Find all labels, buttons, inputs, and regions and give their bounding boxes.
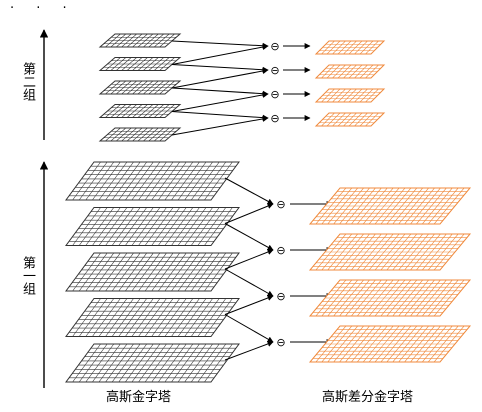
lower-dog-layer-3 (308, 279, 472, 317)
lower-connector-a-3 (224, 268, 274, 297)
lower-subtract-symbol-2: ⊖ (276, 244, 285, 257)
lower-gaussian-layer-2 (65, 207, 240, 246)
lower-gaussian-layer-4 (65, 298, 240, 337)
octave-label-first: 第一组 (20, 256, 35, 295)
lower-dog-layer-2 (308, 233, 472, 271)
upper-dog-layer-3 (314, 88, 386, 103)
upper-dog-layer-2 (314, 64, 386, 79)
upper-connector-b-2 (171, 68, 269, 89)
gaussian-pyramid-caption: 高斯金字塔 (106, 390, 172, 405)
upper-gaussian-layer-4 (98, 104, 182, 118)
lower-connector-b-1 (224, 203, 274, 224)
upper-connector-b-1 (171, 44, 269, 65)
lower-connector-a-1 (224, 177, 274, 205)
upper-connector-a-4 (171, 111, 269, 121)
lower-gaussian-layer-3 (65, 252, 240, 292)
lower-gaussian-layer-5 (65, 343, 240, 383)
upper-gaussian-layer-5 (98, 127, 182, 142)
upper-dog-layer-1 (314, 40, 386, 55)
upper-gaussian-layer-2 (98, 57, 182, 71)
upper-connector-a-1 (171, 40, 269, 49)
upper-connector-b-4 (171, 115, 269, 136)
ellipsis-dots: · · · (10, 1, 76, 16)
upper-subtract-symbol-3: ⊖ (270, 88, 279, 101)
dog-pyramid-caption: 高斯差分金字塔 (322, 390, 414, 405)
lower-dog-layer-1 (308, 187, 472, 225)
upper-connector-b-3 (171, 92, 269, 112)
lower-connector-a-4 (224, 314, 274, 343)
lower-gaussian-layer-1 (65, 161, 240, 201)
lower-connector-b-4 (224, 341, 274, 361)
lower-subtract-symbol-3: ⊖ (276, 290, 285, 303)
upper-connector-a-3 (171, 87, 269, 97)
upper-gaussian-layer-3 (98, 80, 182, 95)
upper-dog-layer-4 (314, 112, 386, 127)
octave-label-second: 第二组 (20, 62, 35, 101)
upper-gaussian-layer-1 (98, 33, 182, 48)
upper-subtract-symbol-2: ⊖ (270, 64, 279, 77)
lower-subtract-symbol-1: ⊖ (276, 198, 285, 211)
lower-connector-b-2 (224, 249, 274, 270)
lower-dog-layer-4 (308, 325, 472, 363)
lower-subtract-symbol-4: ⊖ (276, 336, 285, 349)
upper-connector-a-2 (171, 64, 269, 73)
upper-subtract-symbol-1: ⊖ (270, 40, 279, 53)
lower-connector-b-3 (224, 295, 274, 315)
lower-connector-a-2 (224, 223, 274, 251)
upper-subtract-symbol-4: ⊖ (270, 112, 279, 125)
